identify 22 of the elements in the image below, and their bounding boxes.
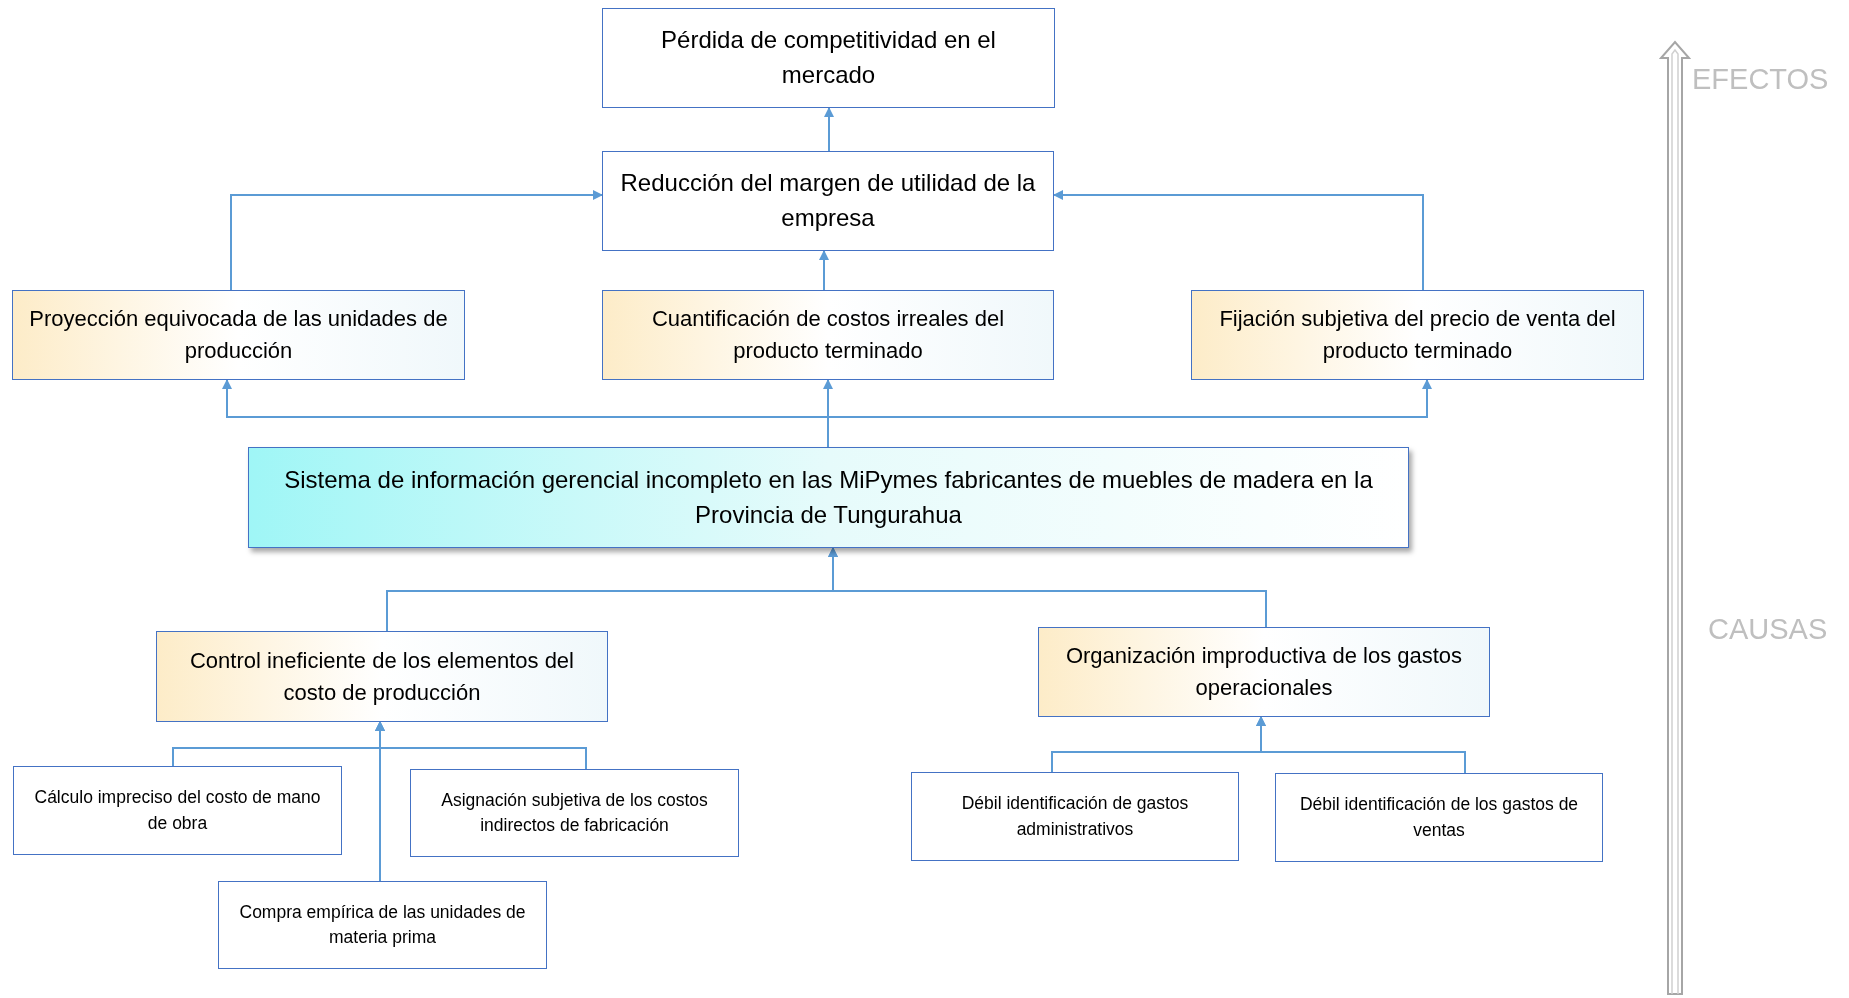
cause-effect-box: Reducción del margen de utilidad de la empresa: [602, 151, 1054, 251]
arrow: [1053, 190, 1424, 291]
arrow: [819, 250, 829, 291]
cause-effect-box: Organización improductiva de los gastos operacionales: [1038, 627, 1490, 717]
cause-effect-box: Asignación subjetiva de los costos indirectos de fabricación: [410, 769, 739, 857]
arrow: [828, 547, 1267, 628]
axis-label: EFECTOS: [1692, 62, 1829, 97]
arrow: [375, 721, 385, 882]
cause-effect-box: Cálculo impreciso del costo de mano de obra: [13, 766, 342, 855]
cause-effect-box: Débil identificación de gastos administrativos: [911, 772, 1239, 861]
arrow: [230, 190, 603, 291]
cause-effect-box: Cuantificación de costos irreales del producto terminado: [602, 290, 1054, 380]
arrow: [824, 107, 834, 152]
axis-label: CAUSAS: [1708, 612, 1828, 647]
cause-effect-box: Compra empírica de las unidades de materia prima: [218, 881, 547, 969]
cause-effect-box: Pérdida de competitividad en el mercado: [602, 8, 1055, 108]
cause-effect-box: Control ineficiente de los elementos del costo de producción: [156, 631, 608, 722]
cause-effect-box: Fijación subjetiva del precio de venta del producto terminado: [1191, 290, 1644, 380]
core-problem-box: Sistema de información gerencial incompleto en las MiPymes fabricantes de muebles de madera en la Provincia de Tungurahua: [248, 447, 1409, 548]
arrow: [1256, 716, 1466, 774]
cause-effect-box: Débil identificación de los gastos de ventas: [1275, 773, 1603, 862]
cause-effect-box: Proyección equivocada de las unidades de producción: [12, 290, 465, 380]
